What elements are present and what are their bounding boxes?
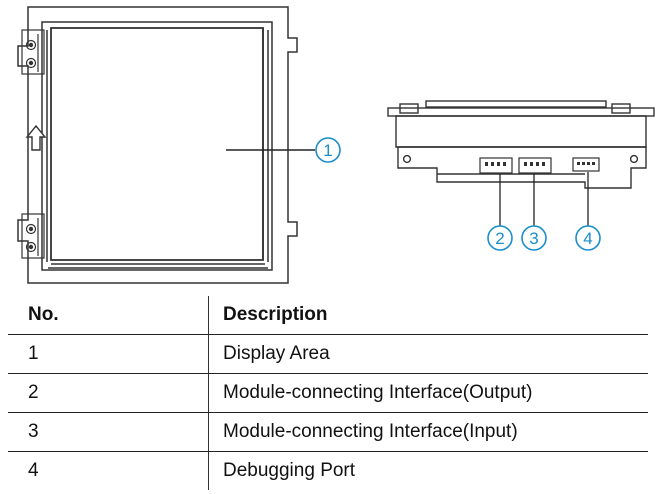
front-view — [17, 6, 298, 284]
row-number: 4 — [28, 460, 39, 481]
side-view — [387, 100, 655, 189]
row-description: Debugging Port — [208, 451, 648, 490]
callout-3-label: 3 — [529, 229, 538, 248]
callout-4-label: 4 — [583, 229, 592, 248]
callout-3: 3 — [521, 225, 547, 251]
callout-1: 1 — [315, 137, 341, 163]
top-hinge-icon — [21, 29, 45, 75]
callout-2: 2 — [487, 225, 513, 251]
row-number: 1 — [8, 334, 209, 374]
bottom-hinge-icon — [21, 213, 45, 259]
row-number: 3 — [8, 412, 209, 452]
callout-4: 4 — [575, 225, 601, 251]
header-description: Description — [208, 296, 648, 335]
table-header-row: No. Description — [8, 296, 648, 335]
header-no: No. — [8, 296, 209, 335]
device-diagram: 1 2 3 — [17, 6, 655, 284]
up-arrow-icon — [25, 124, 47, 151]
callout-2-label: 2 — [495, 229, 504, 248]
callout-1-label: 1 — [323, 141, 332, 160]
row-description: Display Area — [208, 334, 648, 374]
row-description: Module-connecting Interface(Output) — [208, 373, 648, 413]
table-row: 2 Module-connecting Interface(Output) — [8, 373, 648, 413]
row-number: 2 — [8, 373, 209, 413]
row-description: Module-connecting Interface(Input) — [208, 412, 648, 452]
connector-pins — [485, 162, 595, 166]
table-row: 4 Debugging Port — [8, 451, 648, 490]
table-row: 3 Module-connecting Interface(Input) — [8, 412, 648, 452]
spec-table: No. Description 1 Display Area 2 Module-… — [8, 296, 648, 490]
table-row: 1 Display Area — [8, 334, 648, 374]
